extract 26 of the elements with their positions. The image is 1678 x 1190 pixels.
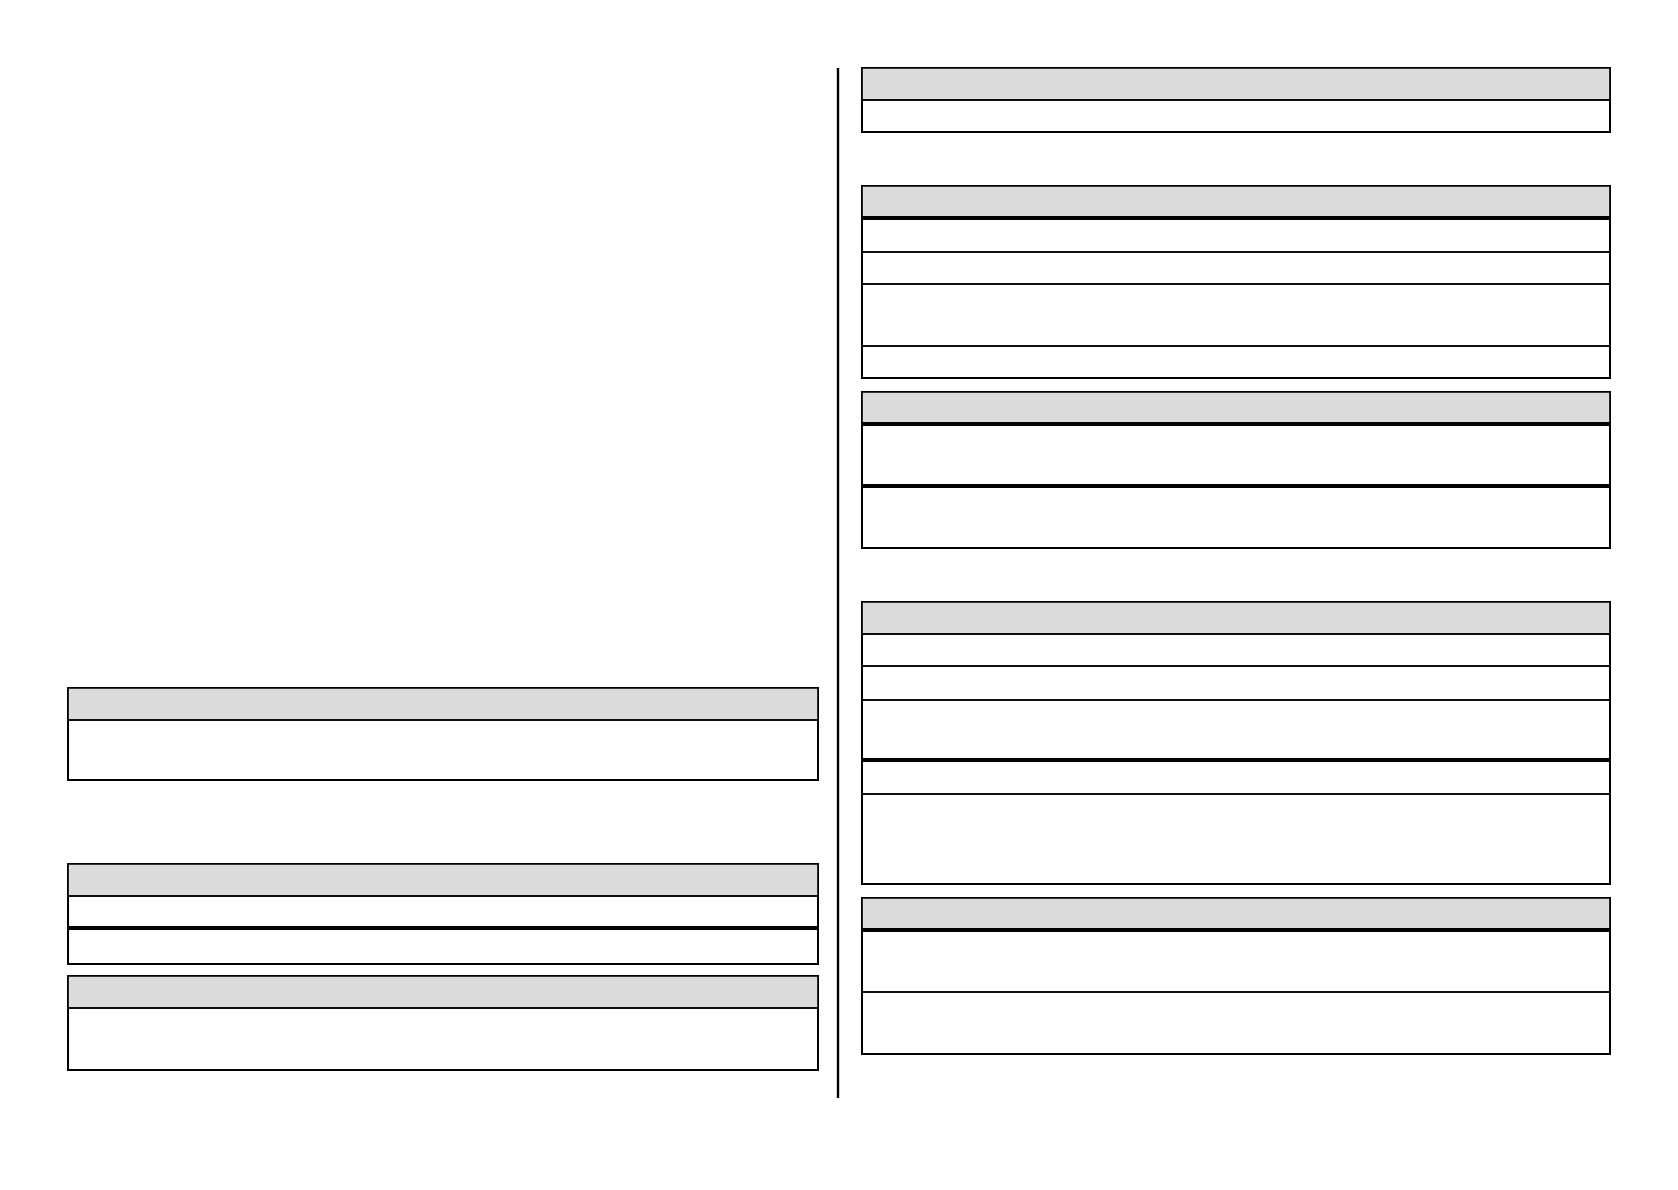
table-row: [861, 422, 1611, 487]
table-header-row: [861, 391, 1611, 425]
table-header-row: [67, 687, 819, 721]
table-row: [861, 283, 1611, 347]
table-row: [861, 633, 1611, 667]
table-row: [861, 928, 1611, 993]
table-row: [67, 1007, 819, 1071]
table-row: [861, 345, 1611, 379]
table-header-row: [861, 601, 1611, 635]
table-row: [67, 719, 819, 781]
table-row: [861, 793, 1611, 885]
table-header-row: [861, 897, 1611, 931]
table-row: [67, 895, 819, 929]
table-row: [861, 99, 1611, 133]
table-row: [861, 484, 1611, 549]
table-row: [861, 216, 1611, 253]
table-header-row: [67, 975, 819, 1009]
table-row: [861, 665, 1611, 701]
table-row: [861, 251, 1611, 285]
table-header-row: [67, 863, 819, 897]
table-header-row: [861, 67, 1611, 101]
table-row: [861, 991, 1611, 1055]
table-header-row: [861, 185, 1611, 219]
table-row: [67, 926, 819, 965]
table-row: [861, 699, 1611, 761]
table-row: [861, 758, 1611, 795]
